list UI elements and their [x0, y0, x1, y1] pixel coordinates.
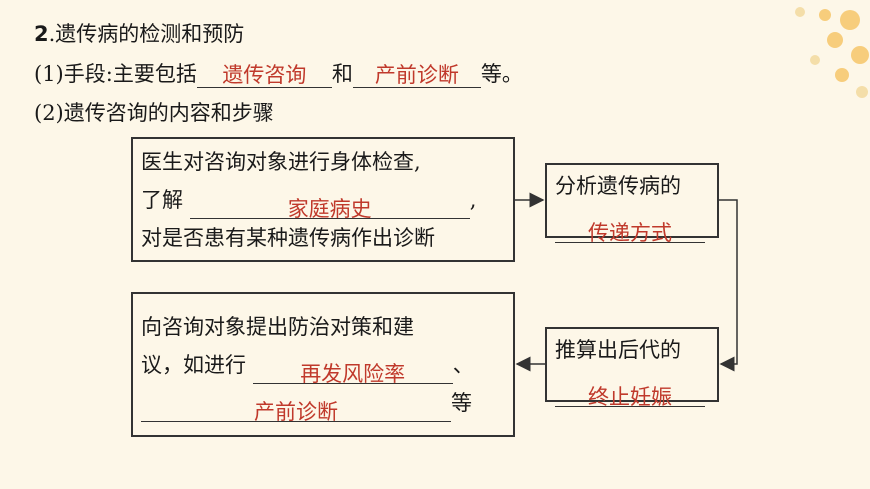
answer-termination: 终止妊娠 — [588, 385, 672, 409]
section-heading: 2.遗传病的检测和预防 — [34, 18, 244, 48]
box4-row2-suffix: 、 — [452, 353, 474, 377]
step-box-advice: 向咨询对象提出防治对策和建 议，如进行 再发风险率 、 产前诊断 等 — [131, 292, 515, 437]
answer-blank: 产前诊断 — [141, 395, 451, 424]
flower-decoration — [795, 7, 869, 98]
answer-blank: 产前诊断 — [352, 61, 481, 88]
box4-row3-suffix: 等 — [451, 391, 472, 415]
box4-row2: 议，如进行 再发风险率 、 — [141, 346, 505, 386]
means-prefix: (1)手段:主要包括 — [34, 62, 197, 86]
answer-prenatal-diagnosis: 产前诊断 — [374, 63, 459, 87]
answer-blank: 再发风险率 — [252, 357, 453, 386]
answer-transmission-mode: 传递方式 — [588, 221, 672, 245]
means-middle: 和 — [331, 62, 353, 86]
box2-row1: 分析遗传病的 — [555, 174, 681, 198]
answer-prenatal-diagnosis-2: 产前诊断 — [254, 400, 338, 424]
answer-blank: 遗传咨询 — [196, 61, 332, 88]
section-number: 2 — [34, 22, 49, 46]
box3-row2: 终止妊娠 — [555, 369, 709, 409]
answer-family-history: 家庭病史 — [287, 197, 372, 221]
answer-genetic-counseling: 遗传咨询 — [222, 63, 307, 87]
step-box-analysis: 分析遗传病的 传递方式 — [545, 163, 719, 245]
box4-row2-prefix: 议，如进行 — [141, 353, 246, 377]
step-box-examination: 医生对咨询对象进行身体检查, 了解 家庭病史, 对是否患有某种遗传病作出诊断 — [131, 137, 515, 262]
box3-row1: 推算出后代的 — [555, 338, 681, 362]
answer-blank: 终止妊娠 — [555, 380, 705, 409]
arrow-box2-to-box3 — [719, 199, 738, 372]
step-box-inference: 推算出后代的 终止妊娠 — [545, 327, 719, 409]
means-line: (1)手段:主要包括 遗传咨询和产前诊断等。 — [34, 58, 523, 88]
answer-blank: 家庭病史 — [189, 192, 470, 221]
box1-row3: 对是否患有某种遗传病作出诊断 — [141, 226, 435, 250]
box1-row2: 了解 家庭病史, — [141, 181, 505, 221]
box2-row2: 传递方式 — [555, 205, 709, 245]
means-suffix: 等。 — [480, 62, 523, 86]
steps-heading: (2)遗传咨询的内容和步骤 — [34, 101, 274, 125]
answer-recurrence-risk: 再发风险率 — [300, 362, 406, 386]
box1-row2-suffix: , — [469, 188, 477, 212]
box1-row1: 医生对咨询对象进行身体检查, — [141, 150, 421, 174]
box4-row3: 产前诊断 等 — [141, 384, 505, 424]
box1-row2-prefix: 了解 — [141, 188, 183, 212]
section-title: .遗传病的检测和预防 — [48, 22, 245, 46]
box4-row1: 向咨询对象提出防治对策和建 — [141, 315, 414, 339]
answer-blank: 传递方式 — [555, 216, 705, 245]
